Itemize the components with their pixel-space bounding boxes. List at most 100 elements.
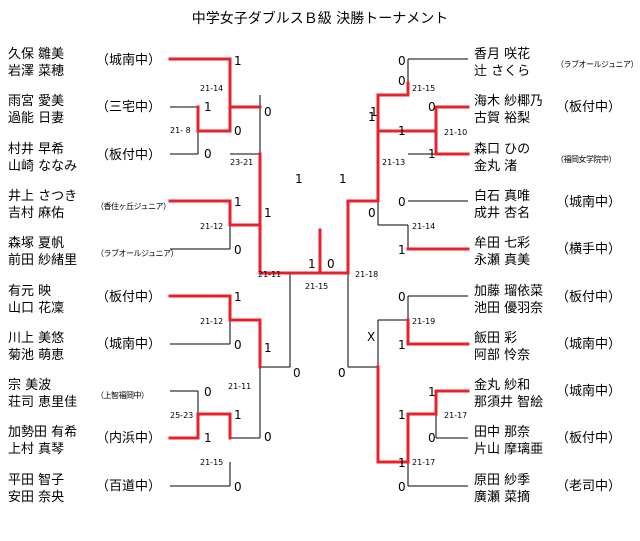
player-name: 村井 早希 xyxy=(8,141,65,157)
school-name: （ラブオールジュニア） xyxy=(556,60,638,69)
mark: 1 xyxy=(234,408,242,422)
mark: 0 xyxy=(368,206,376,220)
mark: 1 xyxy=(234,54,242,68)
mark: 1 xyxy=(204,431,212,445)
player-name: 永瀬 真美 xyxy=(474,253,531,269)
player-name: 辻 さくら xyxy=(474,64,531,79)
player-name: 加藤 瑠依菜 xyxy=(474,283,544,299)
mark: 0 xyxy=(234,480,242,494)
match-score: 21-11 xyxy=(228,382,252,391)
mark: 1 xyxy=(398,243,406,257)
player-name: 加勢田 有希 xyxy=(8,425,78,441)
mark: 0 xyxy=(293,366,301,380)
school-name: （板付中） xyxy=(556,100,622,116)
player-name: 那須井 智絵 xyxy=(474,395,544,411)
mark: 1 xyxy=(264,206,272,220)
mark: 0 xyxy=(264,430,272,444)
school-name: （上智福岡中） xyxy=(96,391,149,401)
player-name: 菊池 萌恵 xyxy=(8,347,65,363)
match-score: 21-15 xyxy=(305,282,329,291)
match-score: 21-14 xyxy=(412,222,436,231)
player-name: 成井 杏名 xyxy=(474,205,531,221)
school-name: （城南中） xyxy=(556,336,622,352)
player-name: 平田 智子 xyxy=(8,472,65,488)
mark: 0 xyxy=(204,385,212,399)
player-name: 片山 摩璃亜 xyxy=(474,442,544,458)
match-score: 25-23 xyxy=(170,411,194,420)
mark: 1 xyxy=(398,124,406,138)
player-name: 白石 真唯 xyxy=(474,188,531,204)
player-name: 川上 美悠 xyxy=(8,330,65,346)
match-score: 21-11 xyxy=(258,270,282,279)
player-name: 田中 那奈 xyxy=(474,425,531,441)
player-name: 廣瀬 菜摘 xyxy=(474,489,531,505)
school-name: （内浜中） xyxy=(96,431,162,447)
player-name: 上村 真琴 xyxy=(8,442,65,458)
player-name: 飯田 彩 xyxy=(474,330,518,346)
match-score: 21-13 xyxy=(382,158,406,167)
match-score: 21-15 xyxy=(412,84,436,93)
player-name: 雨宮 愛美 xyxy=(8,94,65,110)
player-name: 岩澤 菜穂 xyxy=(8,64,65,79)
mark: 0 xyxy=(398,290,406,304)
mark: 0 xyxy=(428,100,436,114)
school-name: （横手中） xyxy=(556,242,622,258)
school-name: （板付中） xyxy=(96,289,162,305)
school-name: （板付中） xyxy=(556,289,622,305)
school-name: （百道中） xyxy=(96,478,162,494)
player-name: 香月 咲花 xyxy=(474,47,531,62)
school-name: （香住ヶ丘ジュニア） xyxy=(96,201,171,211)
school-name: （城南中） xyxy=(556,384,622,400)
school-name: （老司中） xyxy=(556,478,622,494)
mark: 0 xyxy=(398,74,406,88)
player-name: 井上 さつき xyxy=(8,188,78,204)
mark: 0 xyxy=(234,338,242,352)
mark: 0 xyxy=(264,105,272,119)
player-name: 金丸 渚 xyxy=(474,158,518,174)
player-name: 海木 紗椰乃 xyxy=(474,94,544,110)
mark: 1 xyxy=(428,385,436,399)
player-name: 安田 奈央 xyxy=(8,489,65,505)
mark: 1 xyxy=(295,172,303,186)
mark: 1 xyxy=(308,257,316,271)
school-name: （三宅中） xyxy=(96,100,162,116)
match-score: 23-21 xyxy=(230,158,254,167)
match-score: 21-10 xyxy=(444,128,468,137)
school-name: （板付中） xyxy=(556,431,622,447)
match-score: 21-14 xyxy=(200,84,224,93)
match-score: 21- 8 xyxy=(170,126,191,135)
mark: 1 xyxy=(398,456,406,470)
match-score: 21-12 xyxy=(200,222,224,231)
player-name: 原田 紗季 xyxy=(474,472,531,488)
player-name: 吉村 麻佑 xyxy=(8,205,65,221)
mark: 1 xyxy=(398,408,406,422)
mark: 0 xyxy=(234,124,242,138)
mark: 0 xyxy=(398,195,406,209)
school-name: （城南中） xyxy=(96,53,162,68)
mark: 1 xyxy=(368,110,376,124)
match-score: 21-12 xyxy=(200,317,224,326)
mark: 1 xyxy=(370,105,378,119)
player-name: 山崎 ななみ xyxy=(8,158,78,174)
school-name: （ラブオールジュニア） xyxy=(96,249,178,259)
player-name: 有元 映 xyxy=(8,283,52,299)
match-score: 21-18 xyxy=(355,270,379,279)
match-score: 21-17 xyxy=(412,458,436,467)
school-name: （板付中） xyxy=(96,147,162,163)
mark: 1 xyxy=(204,100,212,114)
mark: 1 xyxy=(428,147,436,161)
player-name: 古賀 裕梨 xyxy=(474,111,531,127)
player-name: 荘司 恵里佳 xyxy=(8,395,78,411)
mark: X xyxy=(367,330,376,344)
player-name: 池田 優羽奈 xyxy=(474,300,544,316)
player-name: 過能 日妻 xyxy=(8,111,65,127)
school-name: （城南中） xyxy=(96,336,162,352)
player-name: 山口 花凜 xyxy=(8,300,65,316)
player-name: 牟田 七彩 xyxy=(474,236,531,252)
player-name: 金丸 紗和 xyxy=(474,378,531,394)
match-score: 21-15 xyxy=(200,458,224,467)
mark: 1 xyxy=(234,195,242,209)
player-name: 久保 雛美 xyxy=(8,47,65,62)
mark: 1 xyxy=(264,341,272,355)
